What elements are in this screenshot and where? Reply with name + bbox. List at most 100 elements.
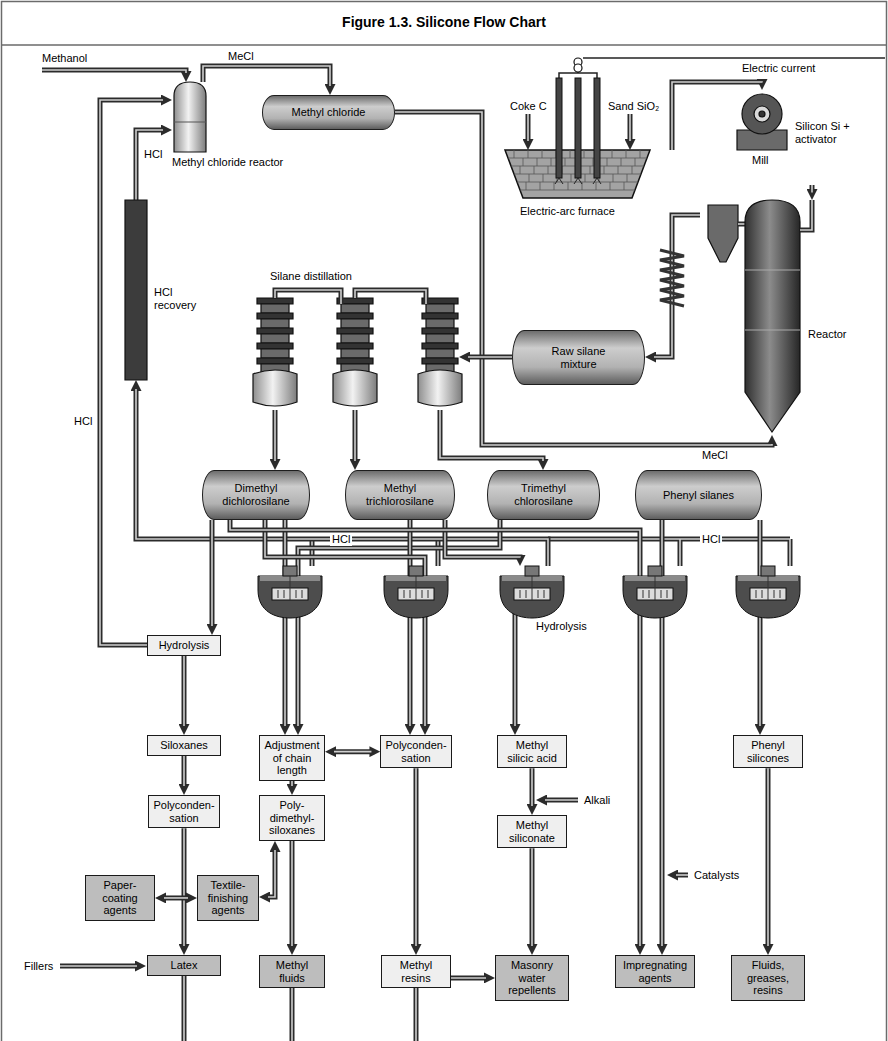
pipe-connector [532, 768, 533, 809]
pipe-connector [203, 66, 330, 89]
pipe-core [298, 520, 500, 726]
node-text: Methyl resins [386, 959, 446, 984]
pipe-outline [766, 768, 771, 949]
node-text: Methyl siliconate [502, 819, 562, 844]
pipe-label: HCl [330, 533, 352, 546]
pipe-core [759, 520, 761, 726]
pipe-outline [395, 112, 772, 445]
column-section [426, 319, 454, 328]
mill-drum [742, 94, 782, 134]
pipe-core [811, 185, 813, 193]
pipe-connector [275, 410, 276, 464]
column-flange [257, 358, 293, 364]
pipe-outline [290, 781, 295, 789]
pipe-core [211, 520, 213, 626]
column-flange [337, 328, 373, 334]
process-box: Impregnating agents [615, 955, 695, 988]
reaction-kettle [623, 566, 687, 618]
pipe [355, 290, 426, 304]
pipe-outline [182, 656, 187, 729]
column-section [261, 334, 289, 343]
pipe-outline [203, 66, 330, 89]
pipe-outline [451, 975, 489, 980]
flow-label: Alkali [582, 794, 612, 807]
pipe-core [395, 112, 772, 445]
process-box: Phenyl silicones [733, 735, 803, 768]
pipe-outline [290, 841, 295, 949]
pipe-label: MeCl [226, 50, 256, 63]
flow-label: Sand SiO₂ [606, 100, 661, 113]
pipe-connector [760, 520, 761, 729]
pipe-core [291, 841, 293, 946]
pipe-outline [440, 410, 543, 464]
pipe-connector [292, 841, 293, 949]
pipe-core [334, 751, 371, 753]
pipe-connector [212, 520, 213, 629]
node-text: Silane distillation [270, 270, 352, 283]
column-flange [337, 358, 373, 364]
pipe-outline [414, 768, 419, 949]
process-box: Fluids, greases, resins [731, 955, 805, 1001]
node-text: Methyl silicic acid [502, 739, 562, 764]
flow-label: Electric current [740, 62, 817, 75]
pipe-connector [161, 897, 191, 898]
pipe-outline [161, 895, 191, 900]
node-text: Raw silane mixture [541, 345, 616, 370]
node-text: Reactor [808, 328, 847, 341]
pipe [800, 200, 812, 230]
power-line [583, 57, 885, 59]
pipe-connector [298, 520, 500, 729]
node-text: Mill [752, 154, 769, 167]
pipe-connector [265, 847, 275, 897]
storage-tank: Raw silane mixture [512, 330, 645, 385]
pipe-outline [513, 634, 518, 729]
pipe-core [275, 290, 341, 304]
pipe-core [183, 756, 185, 786]
pipe-core [354, 410, 356, 461]
mill: MillSilicon Si + activator [725, 90, 880, 185]
process-box: Masonry water repellents [495, 955, 569, 1001]
pipe-core [767, 768, 769, 946]
pipe-outline [810, 185, 815, 194]
pipe-core [274, 410, 276, 461]
pipe-connector [395, 112, 772, 445]
pipe-connector [136, 386, 548, 566]
pipe-outline [298, 520, 500, 729]
column-flange [257, 313, 293, 319]
storage-tank: Phenyl silanes [635, 470, 762, 520]
pipe-core [800, 200, 812, 230]
distillation-columns: Silane distillation [245, 270, 459, 410]
pipe-connector [285, 520, 286, 729]
pipe-core [514, 634, 516, 726]
pipe-connector [292, 781, 293, 789]
column-base [333, 370, 377, 406]
pipe-core [409, 520, 411, 726]
mill-axle [759, 111, 765, 117]
pipe-label: HCl [72, 415, 94, 428]
reaction-kettle [384, 566, 448, 618]
pipe-outline [210, 520, 215, 629]
column-flange [257, 328, 293, 334]
transformer-coil [574, 64, 582, 72]
arc-sparks [555, 178, 601, 184]
pipe-outline [465, 355, 512, 360]
node-text: Hydrolysis [536, 620, 587, 633]
pipe-connector [515, 634, 516, 729]
pipe-core [531, 848, 533, 946]
pipe-core [355, 290, 426, 304]
pipe [275, 290, 341, 304]
column-flange [257, 343, 293, 349]
column-flange [422, 343, 458, 349]
pipe-core [265, 520, 425, 726]
pipe-connector [416, 768, 417, 949]
recovery-column [125, 200, 147, 380]
column-base [418, 370, 462, 406]
pipe-core [284, 520, 286, 726]
process-box: Methyl fluids [259, 955, 325, 988]
node-text: Phenyl silicones [738, 739, 798, 764]
storage-tank: Methyl trichlorosilane [345, 470, 455, 520]
pipe-connector [184, 656, 185, 729]
pipe-label: MeCl [700, 449, 730, 462]
pipe-outline [182, 756, 187, 789]
node-text: Paper- coating agents [90, 879, 150, 917]
